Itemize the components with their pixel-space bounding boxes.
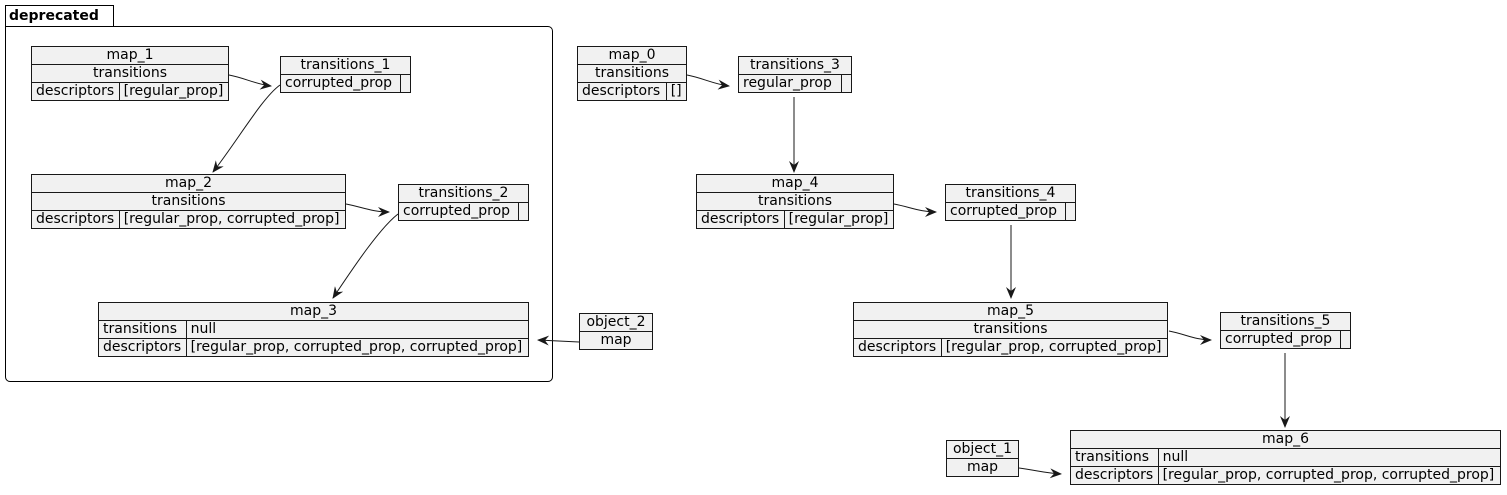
object-1-node: object_1 map xyxy=(946,440,1019,477)
map-2-descriptors-value: [regular_prop, corrupted_prop] xyxy=(118,210,347,229)
map-4-descriptors-value: [regular_prop] xyxy=(783,210,895,229)
transitions-1-key: corrupted_prop xyxy=(280,74,401,93)
map-5-node: map_5 transitions descriptors [regular_p… xyxy=(853,302,1169,357)
package-deprecated xyxy=(5,26,553,382)
map-1-transitions: transitions xyxy=(31,64,229,83)
map-1-title: map_1 xyxy=(31,46,229,65)
map-3-transitions-label: transitions xyxy=(98,320,187,339)
edge-map4-transitions4 xyxy=(893,203,937,217)
edge-map1-transitions1 xyxy=(228,74,272,90)
transitions-4-node: transitions_4 corrupted_prop xyxy=(945,184,1076,221)
map-3-descriptors-value: [regular_prop, corrupted_prop, corrupted… xyxy=(185,338,530,357)
transitions-3-node: transitions_3 regular_prop xyxy=(738,56,852,93)
transitions-3-key: regular_prop xyxy=(738,74,842,93)
transitions-5-key: corrupted_prop xyxy=(1220,330,1341,349)
object-2-title: object_2 xyxy=(579,313,653,332)
object-1-title: object_1 xyxy=(946,440,1019,459)
object-1-field: map xyxy=(946,458,1019,477)
transitions-2-key: corrupted_prop xyxy=(398,202,519,221)
edge-map0-transitions3 xyxy=(686,74,730,90)
map-1-descriptors-value: [regular_prop] xyxy=(118,82,230,101)
map-6-transitions-label: transitions xyxy=(1070,448,1159,467)
map-0-descriptors-label: descriptors xyxy=(577,82,667,101)
map-4-transitions: transitions xyxy=(696,192,894,211)
transitions-5-title: transitions_5 xyxy=(1220,312,1351,331)
map-0-descriptors-value: [] xyxy=(665,82,688,101)
edge-map2-transitions2 xyxy=(345,203,390,217)
map-1-node: map_1 transitions descriptors [regular_p… xyxy=(31,46,230,101)
transitions-3-target-cell xyxy=(841,74,852,93)
transitions-4-target-cell xyxy=(1065,202,1076,221)
transitions-2-title: transitions_2 xyxy=(398,184,529,203)
transitions-3-title: transitions_3 xyxy=(738,56,852,75)
map-6-transitions-value: null xyxy=(1157,448,1502,467)
map-5-descriptors-value: [regular_prop, corrupted_prop] xyxy=(940,338,1169,357)
transitions-1-title: transitions_1 xyxy=(280,56,411,75)
transitions-4-key: corrupted_prop xyxy=(945,202,1066,221)
map-0-title: map_0 xyxy=(577,46,687,65)
package-tab: deprecated xyxy=(5,5,114,26)
map-3-descriptors-label: descriptors xyxy=(98,338,187,357)
map-0-node: map_0 transitions descriptors [] xyxy=(577,46,688,101)
transitions-1-target-cell xyxy=(400,74,411,93)
map-2-transitions: transitions xyxy=(31,192,346,211)
map-6-node: map_6 transitions null descriptors [regu… xyxy=(1070,430,1502,485)
map-5-transitions: transitions xyxy=(853,320,1168,339)
map-6-title: map_6 xyxy=(1070,430,1501,449)
transitions-5-node: transitions_5 corrupted_prop xyxy=(1220,312,1351,349)
map-4-node: map_4 transitions descriptors [regular_p… xyxy=(696,174,895,229)
transitions-2-node: transitions_2 corrupted_prop xyxy=(398,184,529,221)
map-2-descriptors-label: descriptors xyxy=(31,210,120,229)
object-2-field: map xyxy=(579,331,653,350)
map-6-descriptors-label: descriptors xyxy=(1070,466,1159,485)
map-5-descriptors-label: descriptors xyxy=(853,338,942,357)
edge-transitions1-map2 xyxy=(212,84,281,173)
map-0-transitions: transitions xyxy=(577,64,687,83)
map-3-transitions-value: null xyxy=(185,320,530,339)
map-4-descriptors-label: descriptors xyxy=(696,210,785,229)
object-2-node: object_2 map xyxy=(579,313,653,350)
transitions-4-title: transitions_4 xyxy=(945,184,1076,203)
map-5-title: map_5 xyxy=(853,302,1168,321)
edge-map5-transitions5 xyxy=(1168,330,1212,345)
map-3-title: map_3 xyxy=(98,302,529,321)
map-2-title: map_2 xyxy=(31,174,346,193)
map-1-descriptors-label: descriptors xyxy=(31,82,120,101)
edge-object2-map3 xyxy=(537,335,580,346)
edge-object1-map6 xyxy=(1018,467,1062,479)
transitions-2-target-cell xyxy=(518,202,529,221)
edge-transitions2-map3 xyxy=(332,213,399,299)
transitions-5-target-cell xyxy=(1340,330,1351,349)
map-2-node: map_2 transitions descriptors [regular_p… xyxy=(31,174,347,229)
map-6-descriptors-value: [regular_prop, corrupted_prop, corrupted… xyxy=(1157,466,1502,485)
map-3-node: map_3 transitions null descriptors [regu… xyxy=(98,302,530,357)
transitions-1-node: transitions_1 corrupted_prop xyxy=(280,56,411,93)
package-label: deprecated xyxy=(9,8,99,24)
map-4-title: map_4 xyxy=(696,174,894,193)
